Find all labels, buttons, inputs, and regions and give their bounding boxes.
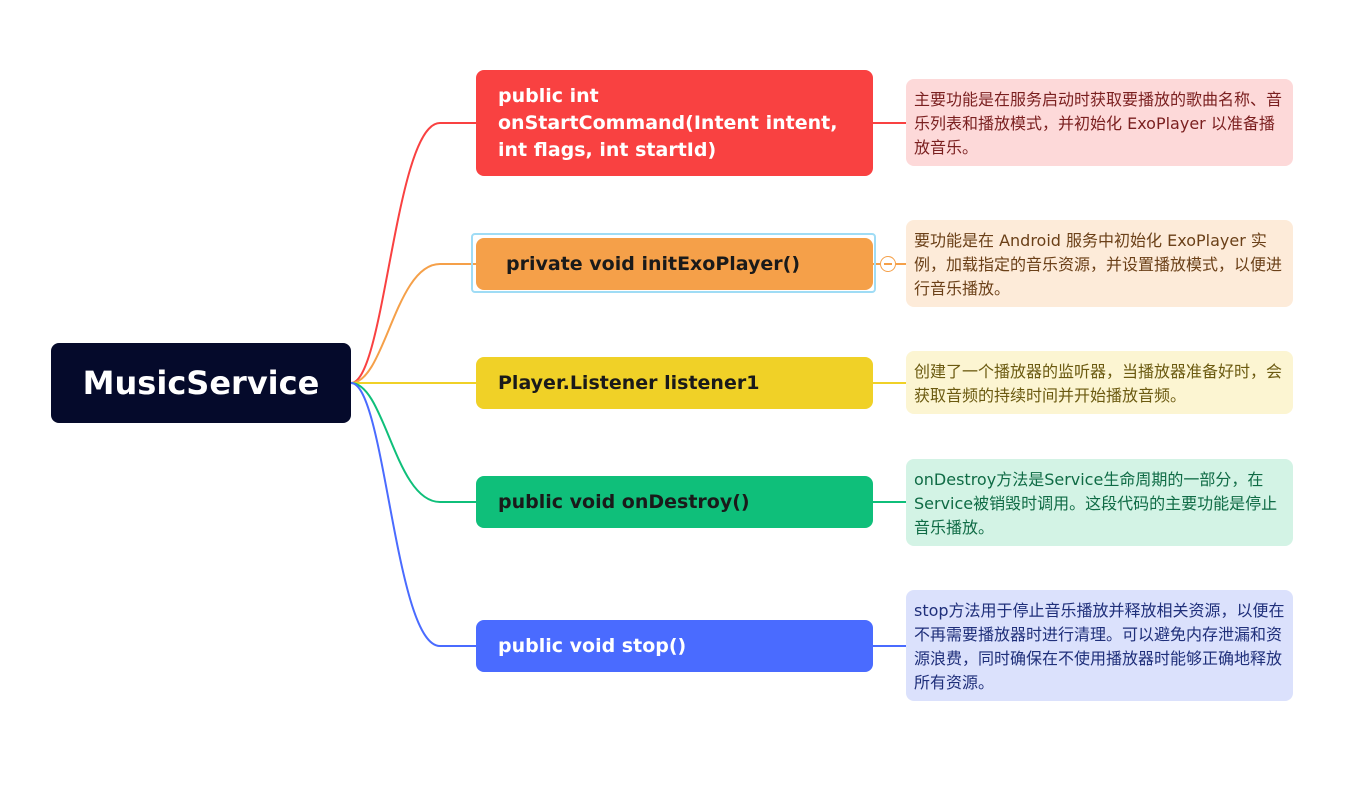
note-text: 创建了一个播放器的监听器，当播放器准备好时，会获取音频的持续时间并开始播放音频。: [914, 362, 1283, 405]
branch-node-onstartcommand[interactable]: public int onStartCommand(Intent intent,…: [476, 70, 873, 176]
note-text: 要功能是在 Android 服务中初始化 ExoPlayer 实例，加载指定的音…: [914, 231, 1283, 298]
branch-node-player-listener[interactable]: Player.Listener listener1: [476, 357, 873, 409]
note-text: stop方法用于停止音乐播放并释放相关资源，以便在不再需要播放器时进行清理。可以…: [914, 601, 1285, 692]
connector-root-branch-1: [350, 122, 476, 384]
connector-root-branch-5: [350, 382, 476, 647]
connector-root-branch-4: [350, 382, 476, 503]
root-node-label: MusicService: [82, 364, 320, 402]
note-player-listener[interactable]: 创建了一个播放器的监听器，当播放器准备好时，会获取音频的持续时间并开始播放音频。: [906, 351, 1293, 414]
note-text: 主要功能是在服务启动时获取要播放的歌曲名称、音乐列表和播放模式，并初始化 Exo…: [914, 90, 1283, 157]
branch-node-ondestroy[interactable]: public void onDestroy(): [476, 476, 873, 528]
note-text: onDestroy方法是Service生命周期的一部分，在Service被销毁时…: [914, 470, 1278, 537]
note-stop[interactable]: stop方法用于停止音乐播放并释放相关资源，以便在不再需要播放器时进行清理。可以…: [906, 590, 1293, 701]
connector-root-branch-2: [350, 263, 476, 384]
selection-outline: [471, 233, 876, 293]
note-initexoplayer[interactable]: 要功能是在 Android 服务中初始化 ExoPlayer 实例，加载指定的音…: [906, 220, 1293, 307]
branch-node-label: Player.Listener listener1: [498, 371, 760, 394]
branch-node-label: public void stop(): [498, 634, 687, 657]
branch-node-label: private void initExoPlayer(): [506, 252, 801, 275]
branch-node-stop[interactable]: public void stop(): [476, 620, 873, 672]
collapse-toggle-icon[interactable]: [880, 256, 896, 272]
note-onstartcommand[interactable]: 主要功能是在服务启动时获取要播放的歌曲名称、音乐列表和播放模式，并初始化 Exo…: [906, 79, 1293, 166]
note-ondestroy[interactable]: onDestroy方法是Service生命周期的一部分，在Service被销毁时…: [906, 459, 1293, 546]
branch-node-initexoplayer[interactable]: private void initExoPlayer(): [476, 238, 873, 290]
branch-node-label: public void onDestroy(): [498, 490, 750, 513]
branch-node-label: public int onStartCommand(Intent intent,…: [498, 84, 838, 161]
root-node-musicservice[interactable]: MusicService: [51, 343, 351, 423]
